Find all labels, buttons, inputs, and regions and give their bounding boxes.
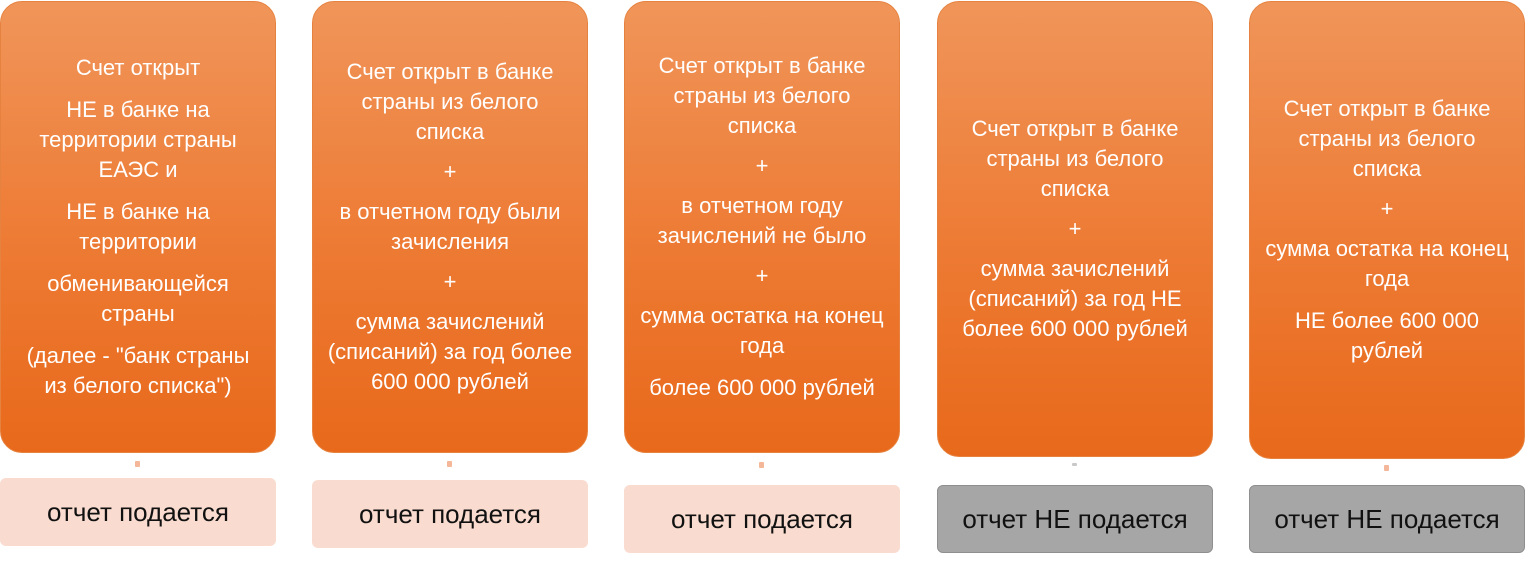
plus-sign: + (1380, 196, 1394, 221)
condition-card-1: Счет открыт НЕ в банке на территории стр… (0, 1, 276, 453)
condition-column-1: Счет открыт НЕ в банке на территории стр… (0, 0, 276, 568)
connector-mark (1384, 465, 1389, 471)
condition-line: НЕ в банке на территории страны ЕАЭС и (39, 97, 237, 182)
result-report-submitted: отчет подается (0, 478, 276, 546)
condition-card-5: Счет открыт в банке страны из белого спи… (1249, 1, 1525, 459)
condition-line: НЕ более 600 000 рублей (1295, 308, 1479, 363)
connector-mark (759, 462, 764, 468)
plus-sign: + (1068, 216, 1082, 241)
result-report-not-submitted: отчет НЕ подается (937, 485, 1213, 553)
connector-mark (135, 461, 140, 467)
condition-line: сумма остатка на конец года (1265, 236, 1509, 291)
plus-sign: + (755, 263, 769, 288)
condition-line: Счет открыт в банке страны из белого спи… (346, 59, 554, 144)
result-report-submitted: отчет подается (312, 480, 588, 548)
condition-column-3: Счет открыт в банке страны из белого спи… (624, 0, 900, 568)
connector-mark (447, 461, 452, 467)
condition-line: Счет открыт в банке страны из белого спи… (658, 53, 866, 138)
plus-sign: + (443, 269, 457, 294)
result-report-submitted: отчет подается (624, 485, 900, 553)
condition-line: в отчетном году были зачисления (339, 199, 561, 254)
condition-line: в отчетном году зачислений не было (657, 193, 867, 248)
condition-line: Счет открыт в банке страны из белого спи… (971, 116, 1179, 201)
plus-sign: + (755, 153, 769, 178)
condition-card-2: Счет открыт в банке страны из белого спи… (312, 1, 588, 453)
condition-column-4: Счет открыт в банке страны из белого спи… (937, 0, 1213, 568)
condition-card-4: Счет открыт в банке страны из белого спи… (937, 1, 1213, 457)
condition-line: сумма зачислений (списаний) за год более… (327, 309, 573, 394)
condition-line: Счет открыт в банке страны из белого спи… (1283, 96, 1491, 181)
condition-line: более 600 000 рублей (649, 375, 875, 400)
condition-line: (далее - "банк страны из белого списка") (26, 343, 250, 398)
condition-line: Счет открыт (75, 55, 201, 80)
condition-line: сумма остатка на конец года (640, 303, 884, 358)
condition-line: НЕ в банке на территории (66, 199, 210, 254)
condition-column-2: Счет открыт в банке страны из белого спи… (312, 0, 588, 568)
plus-sign: + (443, 159, 457, 184)
condition-column-5: Счет открыт в банке страны из белого спи… (1249, 0, 1525, 568)
result-report-not-submitted: отчет НЕ подается (1249, 485, 1525, 553)
condition-line: сумма зачислений (списаний) за год НЕ бо… (962, 256, 1188, 341)
connector-mark (1072, 463, 1077, 466)
condition-card-3: Счет открыт в банке страны из белого спи… (624, 1, 900, 453)
condition-line: обменивающейся страны (47, 271, 229, 326)
